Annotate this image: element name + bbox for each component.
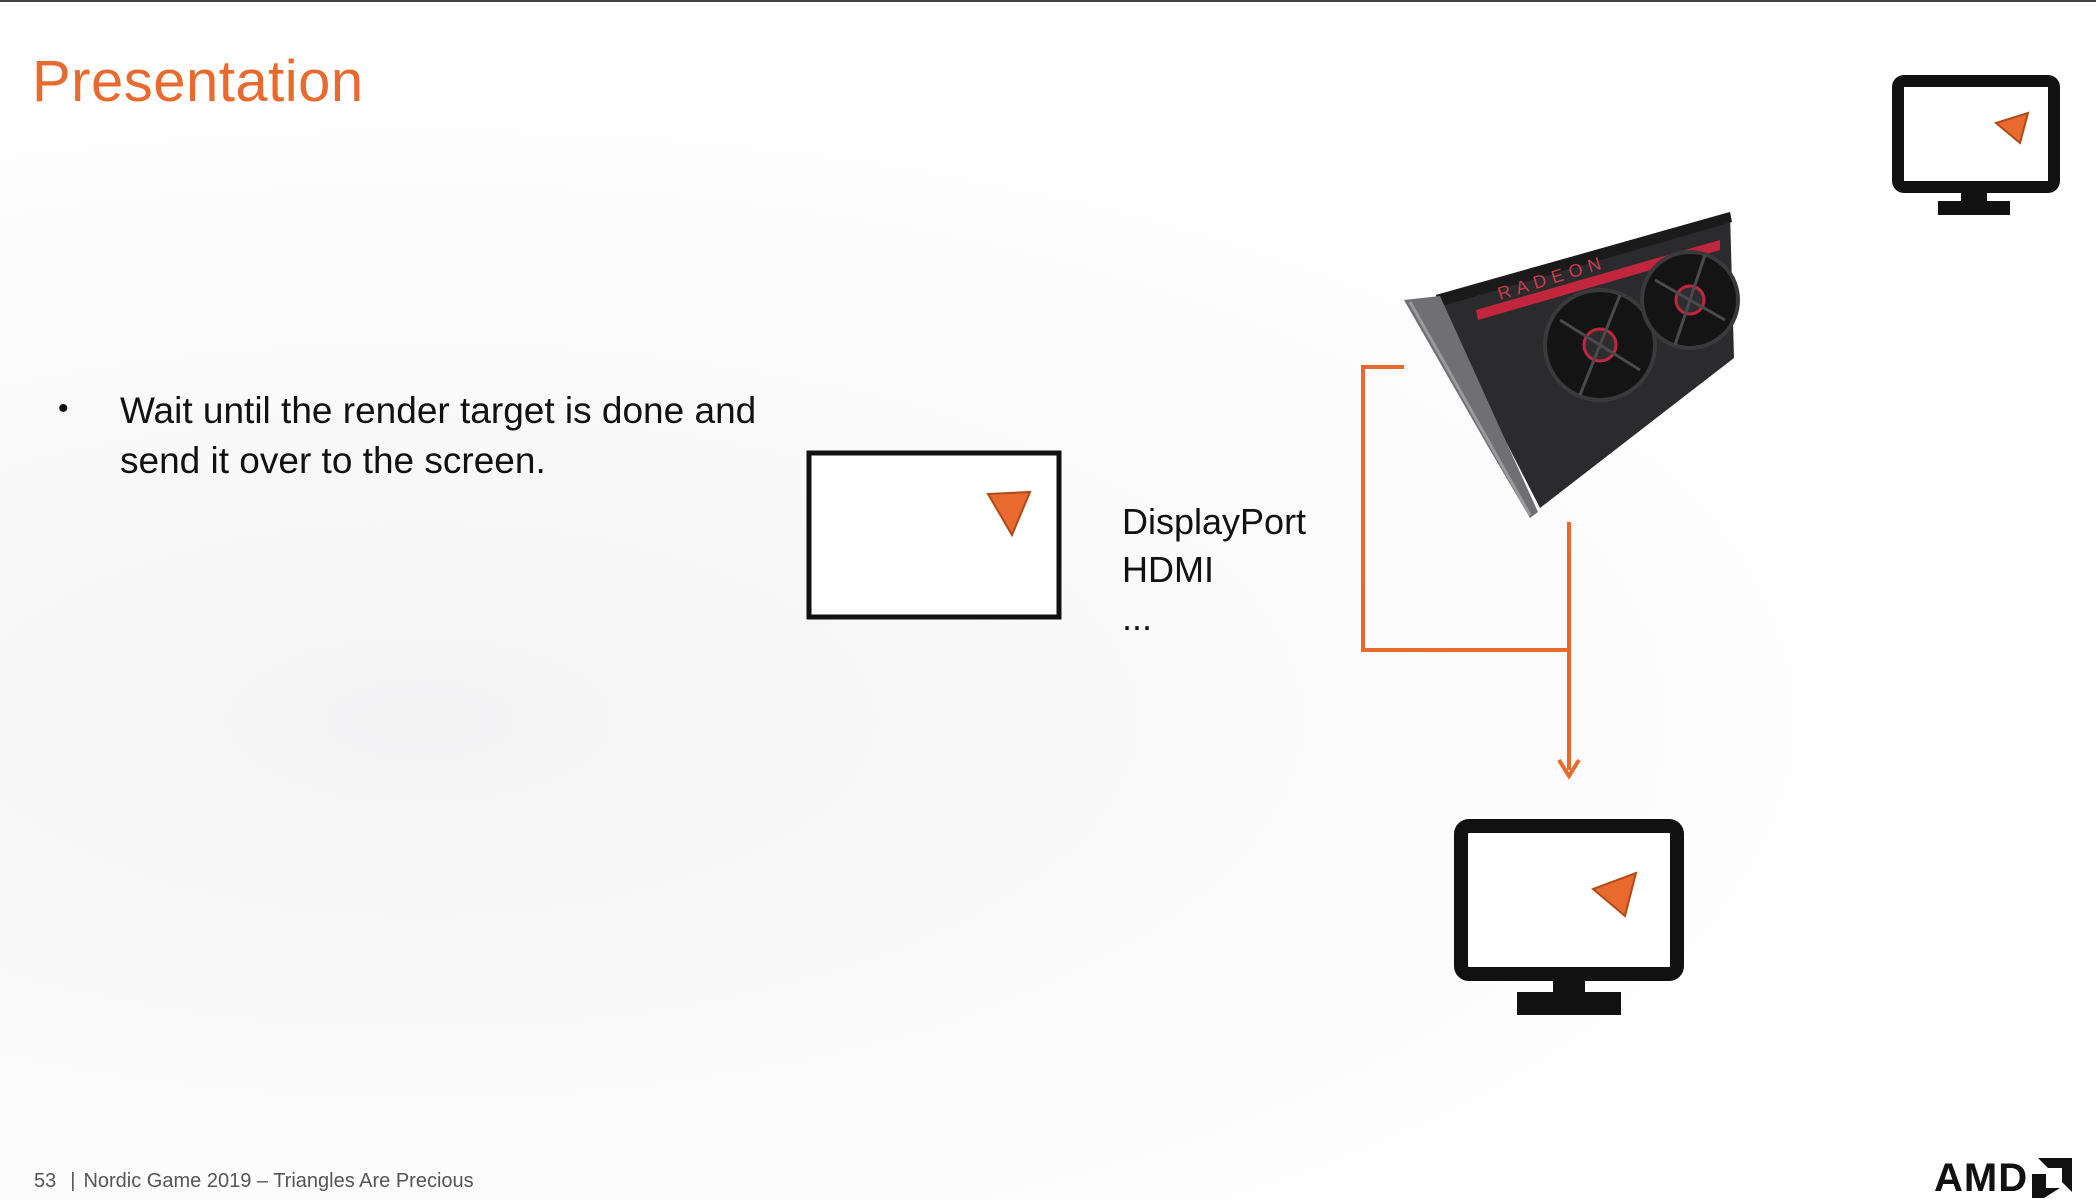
monitor-icon [1454, 819, 1684, 1015]
slide-title: Presentation [32, 49, 364, 114]
bullet-item: Wait until the render target is done and… [120, 390, 757, 481]
render-target-frame [806, 450, 1062, 620]
amd-logo-text: AMD [1934, 1156, 2029, 1200]
connection-label-hdmi: HDMI [1122, 549, 1214, 590]
bullet-icon: • [58, 392, 69, 425]
connection-label-more: ... [1122, 597, 1153, 638]
top-rule [0, 0, 2096, 2]
footer-text: Nordic Game 2019 – Triangles Are Preciou… [83, 1170, 474, 1192]
connection-label-displayport: DisplayPort [1122, 501, 1307, 542]
amd-arrow-icon [2032, 1158, 2073, 1198]
graphics-card-image: RADEON [1404, 212, 1740, 518]
page-number: 53 [34, 1170, 57, 1192]
footer: 53|Nordic Game 2019 – Triangles Are Prec… [34, 1170, 474, 1192]
connector-lines [1361, 365, 1581, 780]
amd-logo: AMD [1934, 1156, 2073, 1200]
monitor-icon [1892, 75, 2060, 215]
